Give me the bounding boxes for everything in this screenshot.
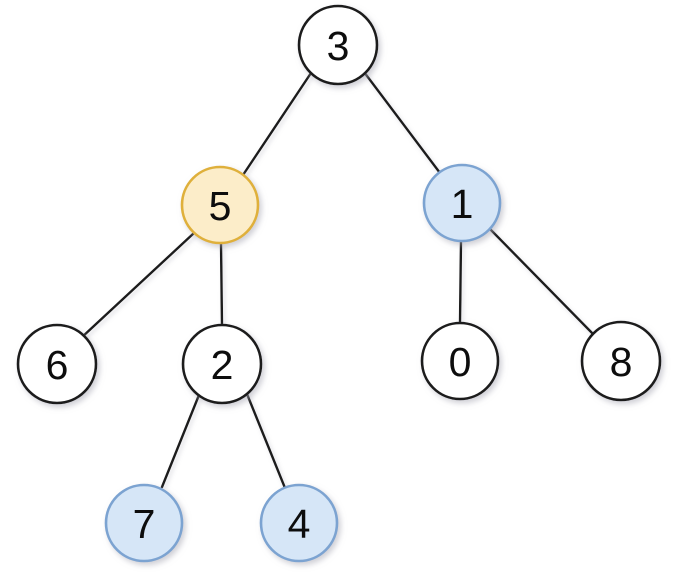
- tree-edge-5-6: [79, 231, 196, 340]
- tree-node-2[interactable]: 2: [181, 323, 263, 405]
- tree-edge-5-2: [219, 241, 224, 327]
- tree-node-1[interactable]: 1: [422, 163, 502, 243]
- node-label-3: 3: [327, 23, 350, 69]
- tree-node-4[interactable]: 4: [259, 483, 339, 563]
- node-label-4: 4: [288, 501, 311, 547]
- node-label-6: 6: [46, 342, 69, 388]
- nodes-layer: 3 5 1 6 2 0 8 7 4: [16, 4, 662, 563]
- node-label-2: 2: [211, 342, 234, 388]
- tree-node-0[interactable]: 0: [420, 321, 500, 401]
- node-circle-2[interactable]: [181, 323, 263, 405]
- node-circle-6[interactable]: [16, 323, 98, 405]
- node-circle-8[interactable]: [580, 320, 662, 402]
- node-circle-5[interactable]: [180, 165, 260, 245]
- node-circle-0[interactable]: [420, 321, 500, 401]
- tree-edge-2-4: [245, 392, 287, 490]
- node-label-5: 5: [209, 183, 232, 229]
- tree-edge-3-5: [241, 71, 313, 177]
- node-circle-1[interactable]: [422, 163, 502, 243]
- node-circle-7[interactable]: [104, 483, 184, 563]
- node-circle-3[interactable]: [297, 4, 379, 86]
- tree-edge-1-0: [458, 239, 463, 325]
- node-label-1: 1: [451, 181, 474, 227]
- node-label-0: 0: [449, 339, 472, 385]
- tree-edge-3-1: [362, 70, 442, 175]
- node-label-8: 8: [610, 339, 633, 385]
- node-label-7: 7: [133, 501, 156, 547]
- tree-node-3[interactable]: 3: [297, 4, 379, 86]
- tree-node-7[interactable]: 7: [104, 483, 184, 563]
- edges-layer: [79, 70, 597, 490]
- tree-node-5[interactable]: 5: [180, 165, 260, 245]
- node-circle-4[interactable]: [259, 483, 339, 563]
- tree-node-6[interactable]: 6: [16, 323, 98, 405]
- tree-edge-1-8: [487, 226, 597, 338]
- tree-edge-2-7: [160, 393, 201, 489]
- tree-node-8[interactable]: 8: [580, 320, 662, 402]
